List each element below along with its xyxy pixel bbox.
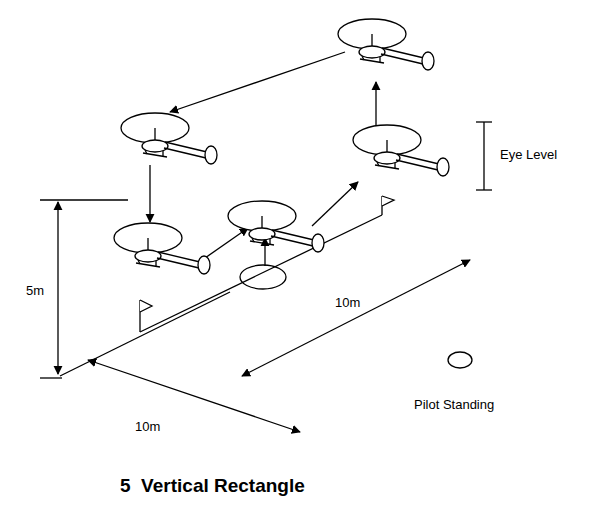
pilot-label: Pilot Standing (412, 398, 496, 412)
eye-level-label: Eye Level (498, 148, 559, 162)
dimension-label: 10m (133, 420, 162, 434)
dimension-label: 10m (333, 296, 362, 310)
dimension-label: 5m (24, 284, 46, 298)
caption: 5 Vertical Rectangle (118, 476, 307, 497)
